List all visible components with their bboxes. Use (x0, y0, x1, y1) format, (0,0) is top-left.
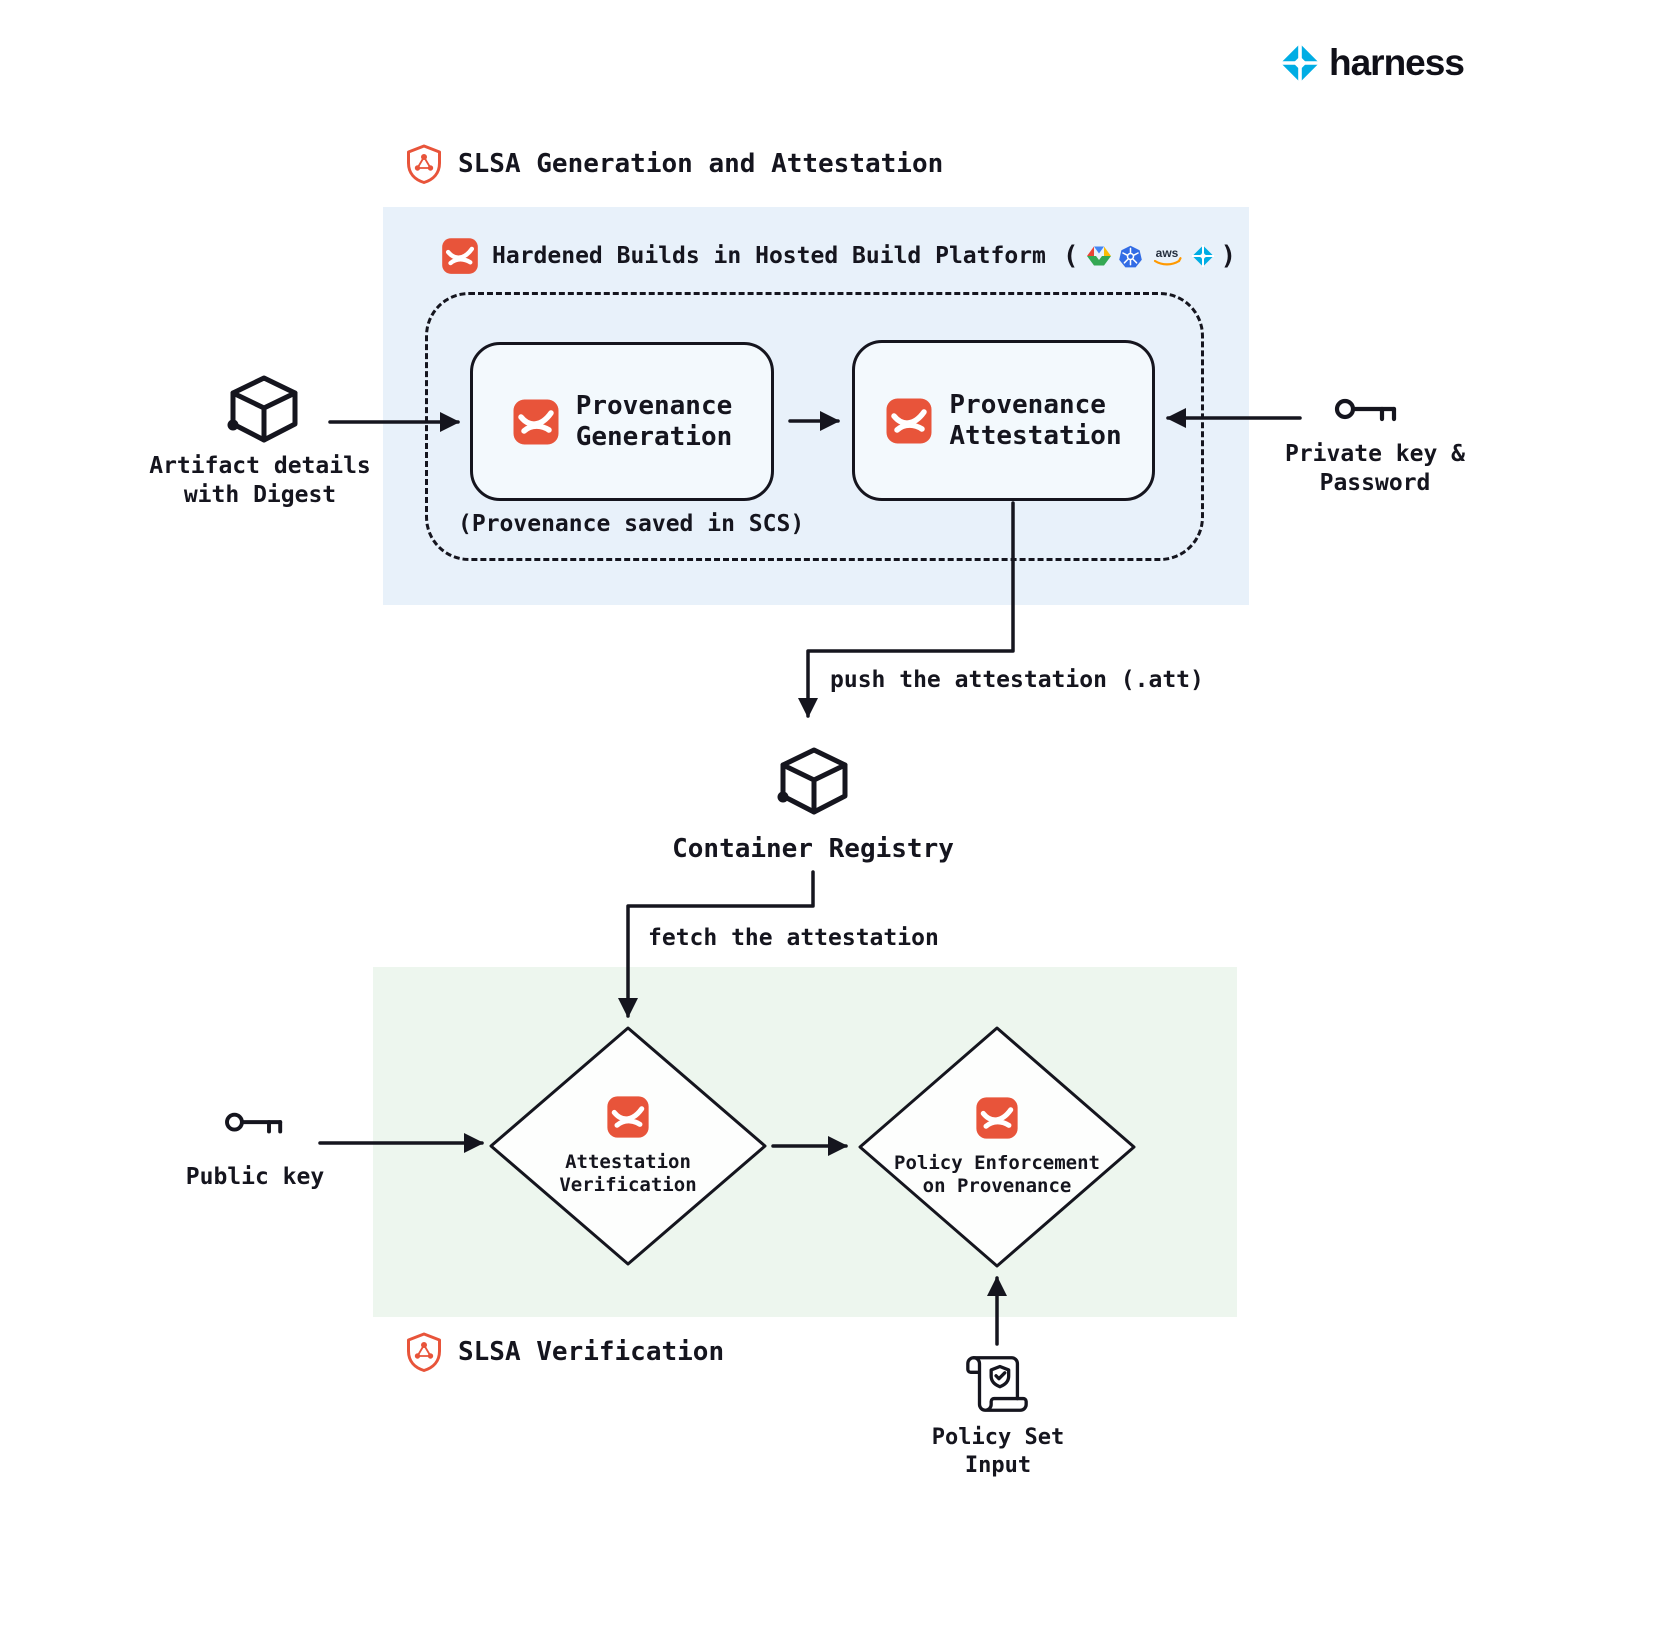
harness-wordmark: harness (1329, 42, 1465, 83)
slsa-generation-title: SLSA Generation and Attestation (458, 148, 944, 179)
slsa-verification-title: SLSA Verification (458, 1336, 725, 1367)
aws-icon: aws (1153, 246, 1182, 265)
scs-module-icon (886, 398, 932, 443)
provenance-saved-note: (Provenance saved in SCS) (458, 511, 805, 537)
arrow-push-attestation (798, 501, 1015, 718)
artifact-label: Artifact details with Digest (149, 453, 371, 509)
google-cloud-icon (1086, 246, 1111, 266)
provenance-attestation-node: Provenance Attestation (852, 340, 1155, 501)
arrow-fetch-attestation (618, 870, 815, 1018)
kubernetes-icon (1118, 245, 1142, 267)
provenance-generation-node: Provenance Generation (470, 342, 774, 501)
attestation-verification-shape (489, 1026, 767, 1266)
public-key-icon (225, 1112, 283, 1134)
provenance-generation-label: Provenance Generation (575, 390, 733, 452)
platform-label: Hardened Builds in Hosted Build Platform (492, 243, 1046, 269)
policy-enforcement-label: Policy Enforcement on Provenance (894, 1151, 1100, 1197)
scs-module-icon (513, 399, 559, 444)
push-attestation-label: push the attestation (.att) (830, 667, 1204, 693)
platform-header: Hardened Builds in Hosted Build Platform… (441, 234, 1236, 278)
scs-module-icon (976, 1097, 1018, 1139)
policy-scroll-icon (966, 1356, 1028, 1412)
hardened-build-boundary (425, 292, 1204, 561)
slsa-shield-icon (407, 144, 441, 184)
provenance-attestation-label: Provenance Attestation (949, 389, 1122, 451)
policy-enforcement-node: Policy Enforcement on Provenance (872, 1058, 1122, 1236)
attestation-verification-node: Attestation Verification (505, 1058, 751, 1234)
svg-text:aws: aws (1155, 246, 1178, 260)
scs-module-icon (442, 238, 478, 274)
registry-cube-icon (777, 747, 848, 815)
harness-logo: harness (1280, 42, 1465, 84)
artifact-cube-icon (227, 375, 298, 443)
container-registry-label: Container Registry (672, 834, 954, 864)
harness-provider-icon (1191, 245, 1214, 267)
attestation-verification-label: Attestation Verification (559, 1150, 697, 1196)
private-key-icon (1334, 398, 1397, 422)
private-key-label: Private key & Password (1284, 441, 1465, 497)
harness-logo-icon (1280, 43, 1320, 83)
paren-open: ( (1062, 241, 1079, 271)
paren-close: ) (1220, 241, 1237, 271)
scs-module-icon (607, 1096, 649, 1138)
policy-set-label: Policy Set Input (931, 1425, 1065, 1478)
slsa-shield-icon (407, 1332, 441, 1372)
fetch-attestation-label: fetch the attestation (648, 925, 939, 951)
policy-enforcement-shape (858, 1026, 1136, 1268)
slsa-verification-title-row: SLSA Verification (406, 1332, 724, 1372)
public-key-label: Public key (185, 1164, 325, 1190)
slsa-generation-title-row: SLSA Generation and Attestation (406, 144, 943, 184)
provider-icons-group: ( aws (1063, 241, 1236, 271)
